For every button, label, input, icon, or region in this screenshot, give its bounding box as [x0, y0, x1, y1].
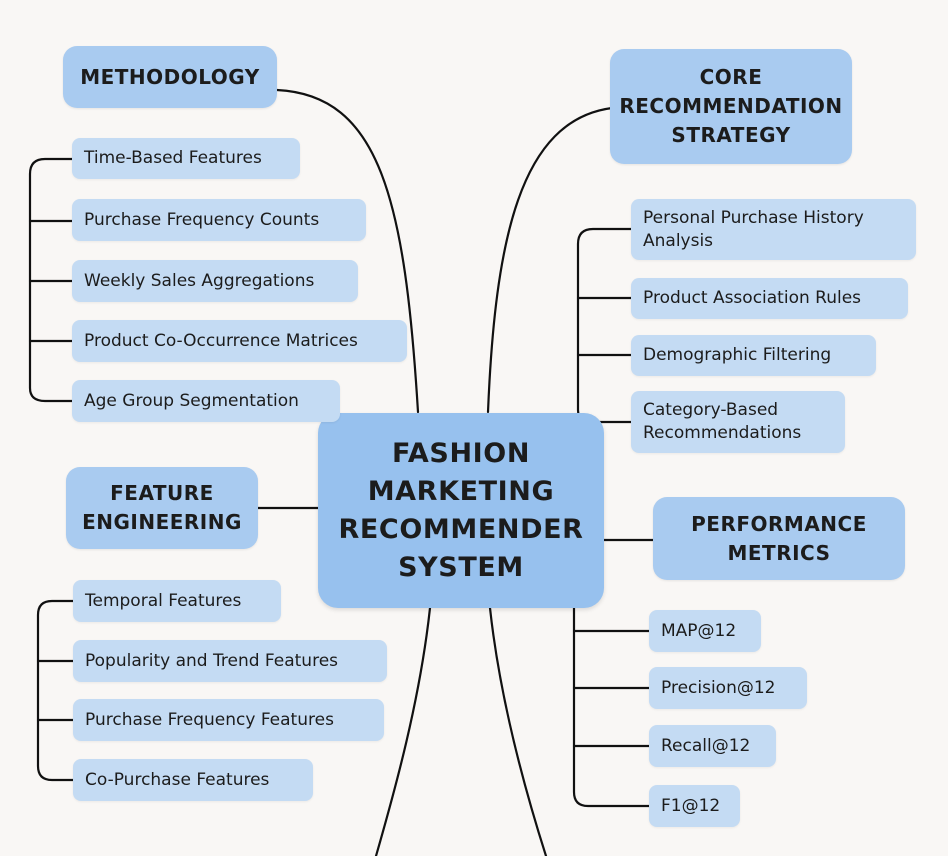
core-strategy-item-label: Category-Based Recommendations — [643, 400, 802, 443]
feature-engineering-item: Popularity and Trend Features — [73, 640, 387, 682]
feature-engineering-item: Co-Purchase Features — [73, 759, 313, 801]
methodology-item-label: Time-Based Features — [84, 148, 262, 168]
methodology-item-label: Product Co-Occurrence Matrices — [84, 330, 358, 351]
branch-methodology: METHODOLOGY — [63, 46, 277, 108]
branch-core-strategy: CORE RECOMMENDATION STRATEGY — [610, 49, 852, 164]
feature-engineering-item: Purchase Frequency Features — [73, 699, 384, 741]
core-strategy-item-label: Personal Purchase History Analysis — [643, 207, 864, 251]
methodology-item: Purchase Frequency Counts — [72, 199, 366, 241]
performance-metrics-item: MAP@12 — [649, 610, 761, 652]
methodology-item-label: Age Group Segmentation — [84, 390, 299, 411]
feature-engineering-item-label: Popularity and Trend Features — [85, 650, 339, 671]
methodology-item: Weekly Sales Aggregations — [72, 260, 358, 302]
performance-metrics-item-label: F1@12 — [661, 795, 721, 816]
branch-performance-metrics: PERFORMANCE METRICS — [653, 497, 905, 580]
center-topic: FASHION MARKETING RECOMMENDER SYSTEM — [318, 413, 604, 608]
core-strategy-item: Personal Purchase History Analysis — [631, 199, 916, 260]
feature-engineering-item: Temporal Features — [73, 580, 281, 622]
methodology-item: Age Group Segmentation — [72, 380, 340, 422]
core-strategy-item: Demographic Filtering — [631, 335, 876, 376]
performance-metrics-item-label: Recall@12 — [661, 735, 751, 756]
feature-engineering-item-label: Purchase Frequency Features — [85, 709, 334, 730]
branch-performance-metrics-label: PERFORMANCE METRICS — [691, 511, 867, 565]
performance-metrics-item-label: Precision@12 — [661, 677, 776, 698]
core-strategy-item-label: Product Association Rules — [643, 288, 862, 308]
performance-metrics-item-label: MAP@12 — [661, 620, 737, 641]
performance-metrics-item: F1@12 — [649, 785, 740, 827]
core-strategy-item: Category-Based Recommendations — [631, 391, 845, 453]
performance-metrics-item: Recall@12 — [649, 725, 776, 767]
branch-methodology-label: METHODOLOGY — [80, 64, 260, 89]
feature-engineering-item-label: Temporal Features — [85, 590, 242, 611]
methodology-item-label: Weekly Sales Aggregations — [84, 270, 315, 291]
center-topic-label: FASHION MARKETING RECOMMENDER SYSTEM — [338, 437, 584, 583]
performance-metrics-item: Precision@12 — [649, 667, 807, 709]
branch-core-strategy-label: CORE RECOMMENDATION STRATEGY — [619, 65, 843, 147]
methodology-item: Time-Based Features — [72, 138, 300, 179]
methodology-item: Product Co-Occurrence Matrices — [72, 320, 407, 362]
branch-feature-engineering: FEATURE ENGINEERING — [66, 467, 258, 549]
core-strategy-item: Product Association Rules — [631, 278, 908, 319]
branch-feature-engineering-label: FEATURE ENGINEERING — [82, 481, 242, 534]
methodology-item-label: Purchase Frequency Counts — [84, 209, 320, 230]
feature-engineering-item-label: Co-Purchase Features — [85, 769, 270, 790]
core-strategy-item-label: Demographic Filtering — [643, 345, 832, 365]
